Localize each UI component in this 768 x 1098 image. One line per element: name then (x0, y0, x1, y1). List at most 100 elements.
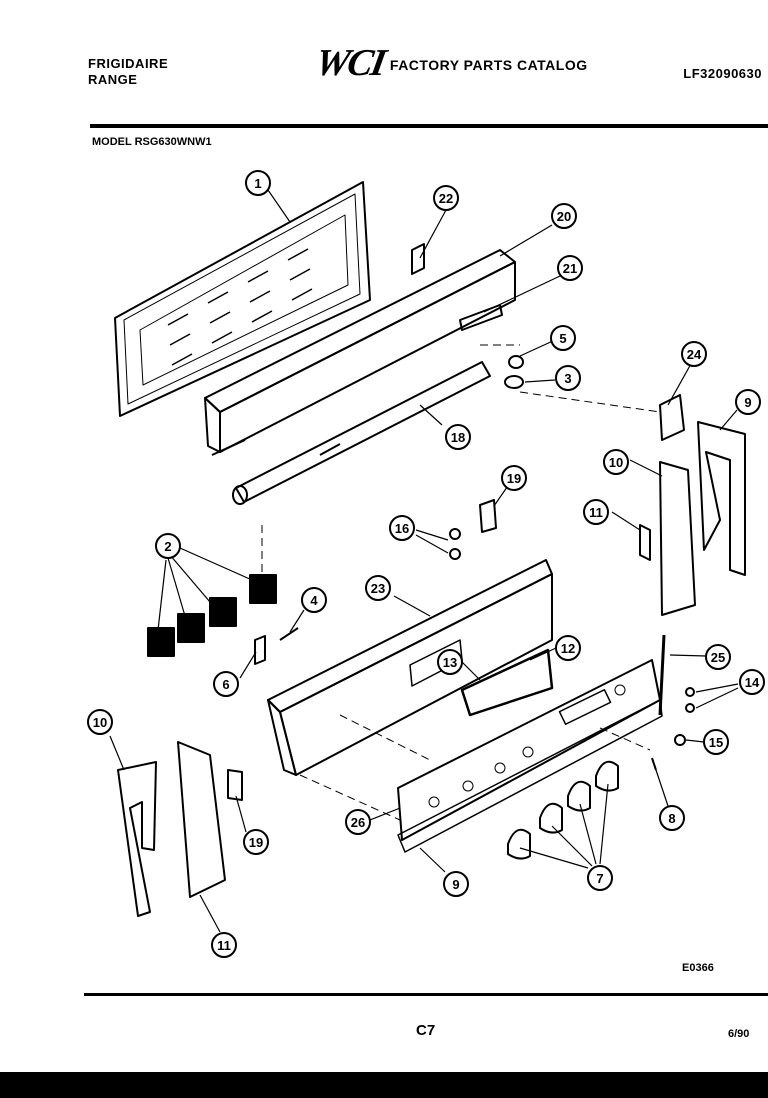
callout-9: 9 (443, 871, 469, 897)
callout-19: 19 (501, 465, 527, 491)
callout-4: 4 (301, 587, 327, 613)
callout-label: 12 (561, 641, 575, 656)
callout-label: 19 (249, 835, 263, 850)
screw-25b-part (685, 703, 695, 713)
knob-5-part (508, 355, 524, 369)
catalog-header: WCI FACTORY PARTS CATALOG (312, 42, 588, 84)
clip-22-part (411, 243, 425, 275)
callout-10: 10 (603, 449, 629, 475)
callout-label: 3 (564, 371, 571, 386)
front-panel-7-part (397, 659, 663, 853)
model-label: MODEL RSG630WNW1 (92, 136, 212, 148)
callout-22: 22 (433, 185, 459, 211)
callout-label: 13 (443, 655, 457, 670)
callout-label: 11 (217, 938, 231, 953)
callout-label: 7 (596, 871, 603, 886)
callout-9: 9 (735, 389, 761, 415)
callout-label: 23 (371, 581, 385, 596)
callout-13: 13 (437, 649, 463, 675)
callout-label: 8 (668, 811, 675, 826)
callout-2: 2 (155, 533, 181, 559)
screw-15-part (651, 757, 657, 771)
callout-label: 16 (395, 521, 409, 536)
end-cap-10-right-part (659, 461, 696, 616)
catalog-title: FACTORY PARTS CATALOG (389, 57, 588, 73)
top-trim-channel-part (204, 249, 516, 456)
callout-12: 12 (555, 635, 581, 661)
callout-label: 2 (164, 539, 171, 554)
switch-block-2-part (147, 574, 277, 657)
header-divider (90, 124, 768, 128)
callout-label: 19 (507, 471, 521, 486)
callout-21: 21 (557, 255, 583, 281)
callout-label: 14 (745, 675, 760, 690)
callout-label: 22 (439, 191, 453, 206)
callout-10: 10 (87, 709, 113, 735)
clock-module-part (460, 648, 554, 717)
socket-21-part (459, 304, 503, 331)
bracket-24-part (659, 394, 685, 441)
side-trim-9-right-part (697, 421, 746, 576)
callout-label: 9 (744, 395, 751, 410)
callout-6: 6 (213, 671, 239, 697)
callout-label: 4 (310, 593, 318, 608)
callout-label: 20 (557, 209, 571, 224)
callout-label: 1 (254, 176, 261, 191)
callout-8: 8 (659, 805, 685, 831)
end-cap-10-left-part (177, 741, 226, 898)
clip-19-upper-part (479, 499, 497, 533)
callout-label: 9 (452, 877, 459, 892)
callout-15: 15 (703, 729, 729, 755)
callout-23: 23 (365, 575, 391, 601)
callout-label: 25 (711, 650, 725, 665)
callout-label: 24 (687, 347, 702, 362)
callout-3: 3 (555, 365, 581, 391)
callout-5: 5 (550, 325, 576, 351)
light-tube-part (232, 361, 491, 505)
callout-20: 20 (551, 203, 577, 229)
callout-7: 7 (587, 865, 613, 891)
callout-1: 1 (245, 170, 271, 196)
callout-18: 18 (445, 424, 471, 450)
spring-14-part (674, 734, 686, 746)
callout-11: 11 (211, 932, 237, 958)
brand-name: FRIGIDAIRE (88, 56, 169, 71)
backguard-glass-part (114, 181, 371, 417)
callout-label: 26 (351, 815, 365, 830)
callout-label: 11 (589, 505, 603, 520)
footer-divider (84, 993, 768, 996)
brand-block: FRIGIDAIRE RANGE (88, 56, 168, 88)
callout-24: 24 (681, 341, 707, 367)
screw-25a-part (685, 687, 695, 697)
callout-label: 6 (222, 677, 229, 692)
side-trim-9-left-part (117, 761, 157, 917)
screw-16b-part (449, 548, 461, 560)
drawing-code: E0366 (682, 962, 714, 974)
callouts: 1222021531824910191116232461312251415872… (87, 170, 765, 958)
clip-11-left-part (227, 769, 243, 801)
product-type: RANGE (88, 72, 138, 87)
screw-16a-part (449, 528, 461, 540)
page-number: C7 (416, 1022, 436, 1039)
callout-label: 21 (563, 261, 577, 276)
knob-8-part (507, 760, 619, 860)
scan-edge-band (0, 1072, 768, 1098)
clip-19-lower-part (254, 635, 266, 665)
callout-16: 16 (389, 515, 415, 541)
callout-label: 5 (559, 331, 566, 346)
callout-25: 25 (705, 644, 731, 670)
callout-label: 15 (709, 735, 723, 750)
clip-11-right-part (639, 524, 651, 561)
catalog-number: LF32090630 (683, 66, 762, 81)
callout-label: 10 (609, 455, 623, 470)
catalog-date: 6/90 (728, 1028, 750, 1040)
callout-26: 26 (345, 809, 371, 835)
washer-3-part (504, 375, 524, 389)
pin-4-part (279, 627, 299, 641)
callout-11: 11 (583, 499, 609, 525)
callout-label: 10 (93, 715, 107, 730)
callout-label: 18 (451, 430, 465, 445)
callout-14: 14 (739, 669, 765, 695)
callout-19: 19 (243, 829, 269, 855)
